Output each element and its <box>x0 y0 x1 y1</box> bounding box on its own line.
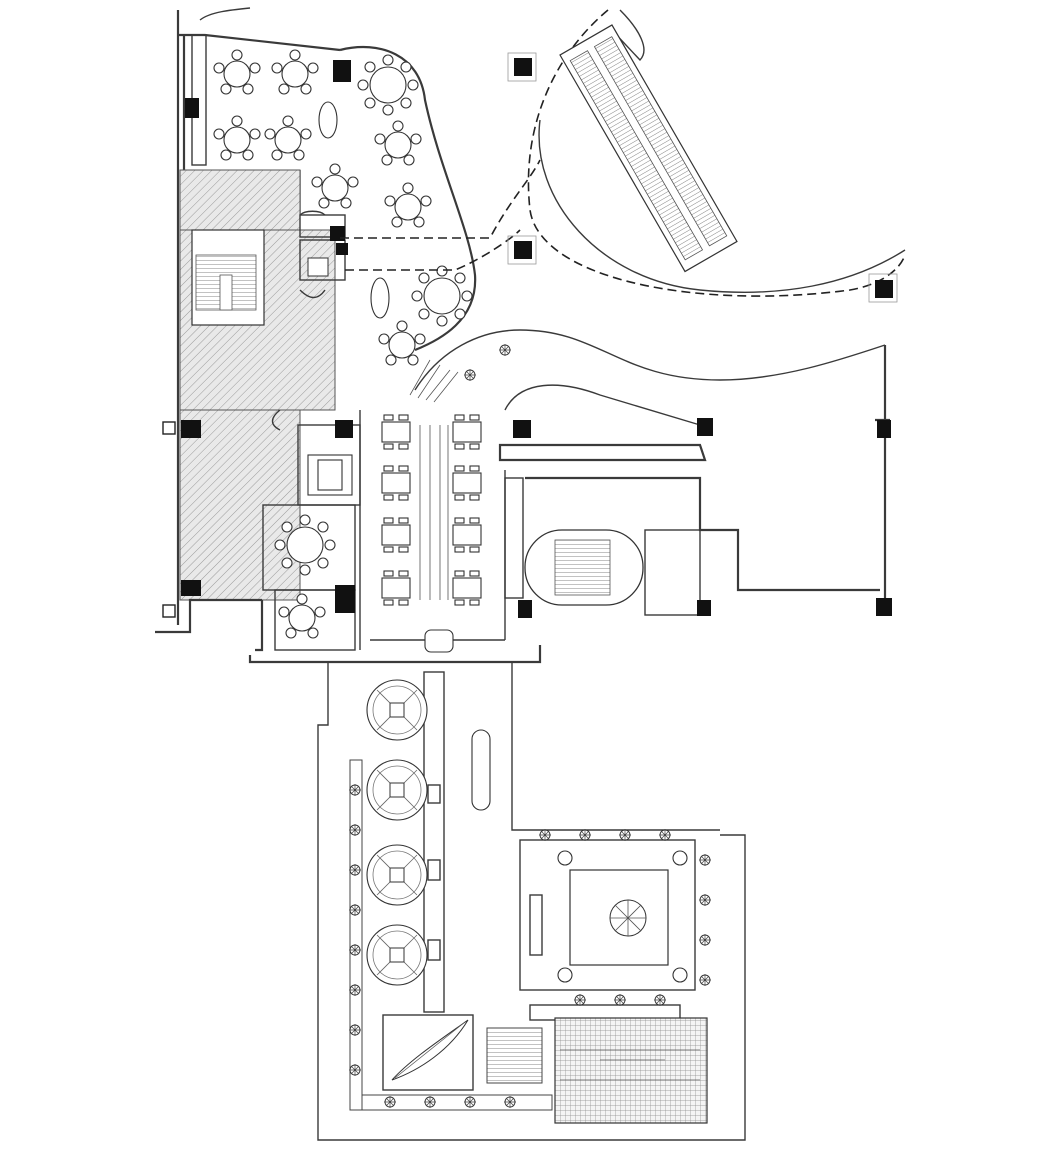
stair-core <box>524 476 880 616</box>
terrace <box>317 662 746 1141</box>
escalator-zone <box>340 9 906 303</box>
bottom-features <box>382 1014 708 1124</box>
lounge <box>519 839 696 1021</box>
entrance-area <box>409 329 892 616</box>
upper-dining-area <box>176 7 477 625</box>
service-core <box>155 169 348 634</box>
main-hall <box>359 410 532 653</box>
vip-rooms <box>248 420 542 664</box>
